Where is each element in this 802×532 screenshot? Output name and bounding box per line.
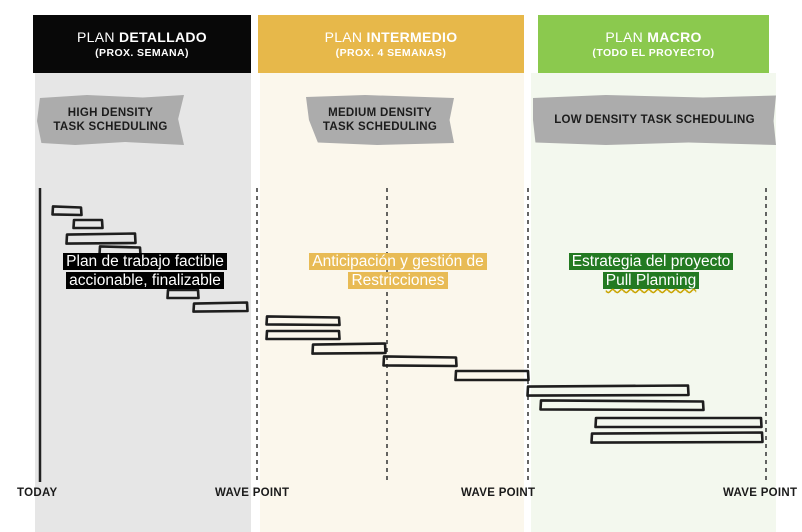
- macro-panel-background: [531, 73, 776, 532]
- stamp-low-density: LOW DENSITY TASK SCHEDULING: [533, 95, 776, 145]
- task-bar: [166, 288, 200, 300]
- header-plan-macro: PLAN MACRO (TODO EL PROYECTO): [538, 15, 769, 73]
- intermedio-panel-background: [260, 73, 524, 532]
- header-subtitle: (TODO EL PROYECTO): [592, 47, 715, 60]
- axis-label-wave-point: WAVE POINT: [215, 487, 290, 499]
- header-plan-intermedio: PLAN INTERMEDIO (PROX. 4 SEMANAS): [258, 15, 524, 73]
- task-bar: [265, 315, 341, 327]
- header-title: PLAN DETALLADO: [77, 28, 207, 45]
- task-bar: [526, 384, 690, 397]
- task-bar: [539, 399, 705, 412]
- header-subtitle: (PROX. 4 SEMANAS): [335, 47, 447, 60]
- task-bar: [65, 232, 137, 245]
- task-bar: [311, 342, 387, 355]
- task-bars: [51, 205, 764, 444]
- header-title: PLAN MACRO: [605, 28, 702, 45]
- header-plan-detallado: PLAN DETALLADO (PROX. SEMANA): [33, 15, 251, 73]
- task-bar: [594, 416, 763, 429]
- task-bar: [454, 369, 530, 382]
- task-bar: [265, 329, 341, 341]
- axis-label-wave-point: WAVE POINT: [461, 487, 536, 499]
- task-bar: [51, 205, 83, 217]
- task-bar: [192, 301, 249, 313]
- header-subtitle: (PROX. SEMANA): [95, 47, 189, 60]
- task-bar: [590, 431, 764, 444]
- axis-label-wave-point: WAVE POINT: [723, 487, 798, 499]
- task-bar: [382, 355, 458, 368]
- axis-label-today: TODAY: [17, 487, 58, 499]
- task-bar: [72, 218, 104, 230]
- header-title: PLAN INTERMEDIO: [324, 28, 458, 45]
